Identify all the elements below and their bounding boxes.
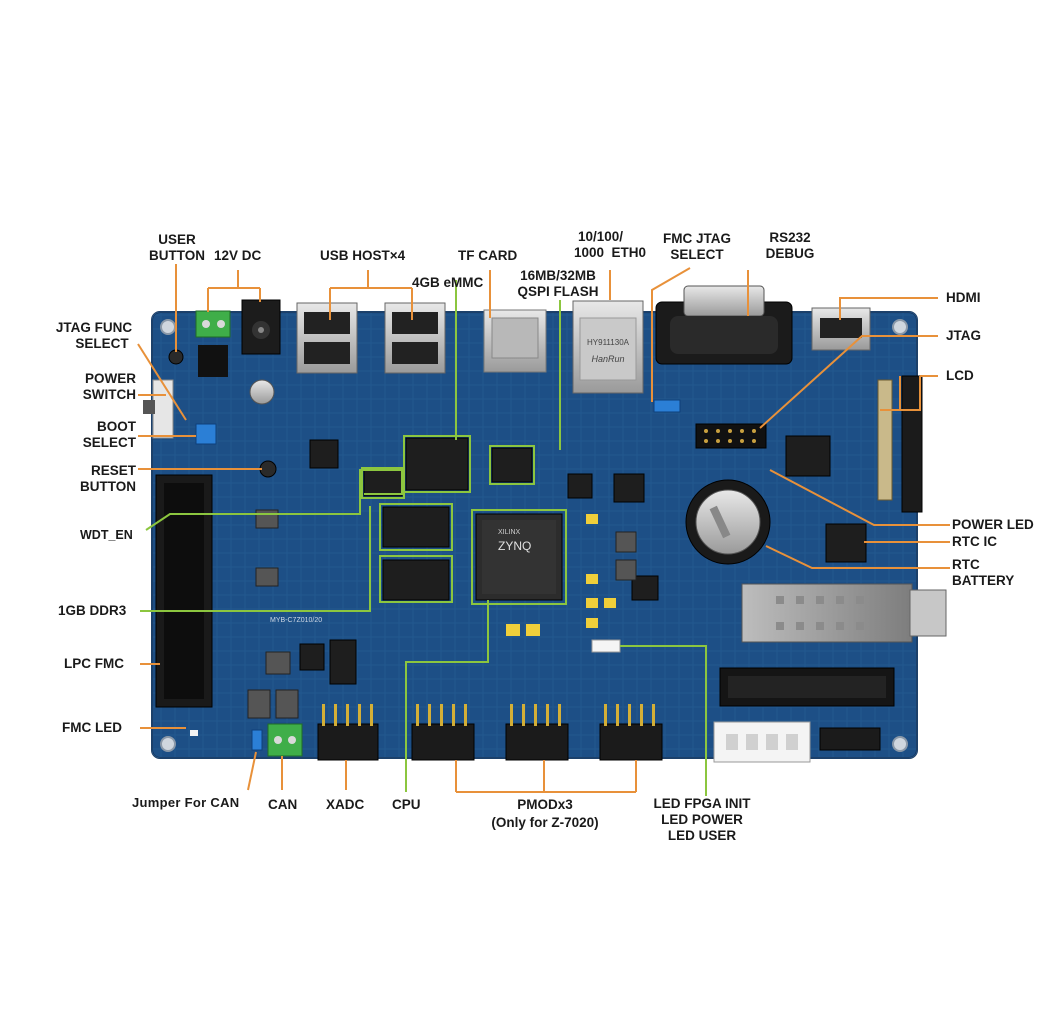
- label-usb-host: USB HOST×4: [320, 248, 406, 263]
- label-rs232: RS232 DEBUG: [752, 230, 828, 262]
- label-can: CAN: [268, 797, 298, 812]
- label-boot-select: BOOT SELECT: [54, 419, 136, 451]
- label-hdmi: HDMI: [946, 290, 981, 305]
- label-pmod-line1: PMODx3: [517, 797, 573, 812]
- label-fmc-jtag-line2: SELECT: [670, 247, 724, 262]
- label-qspi-line1: 16MB/32MB: [520, 268, 596, 283]
- label-led-line1: LED FPGA INIT: [653, 796, 751, 811]
- label-wdt-en: WDT_EN: [80, 528, 133, 542]
- label-ddr3: 1GB DDR3: [58, 603, 127, 618]
- can-jumper: [251, 729, 263, 751]
- label-led-line2: LED POWER: [661, 812, 743, 827]
- label-reset-button: RESET BUTTON: [54, 463, 136, 495]
- label-rtc-ic: RTC IC: [952, 534, 997, 549]
- label-user-button-line2: BUTTON: [149, 248, 205, 263]
- fmc-jtag-jumper: [653, 399, 681, 413]
- label-fmc-jtag: FMC JTAG SELECT: [654, 231, 740, 263]
- label-jtag-func-line1: JTAG FUNC: [55, 320, 133, 335]
- power-switch: [152, 379, 174, 439]
- eth-part-text: HY911130A: [587, 338, 630, 347]
- label-user-button-line1: USER: [158, 232, 196, 247]
- ddr3-chip-2: [382, 559, 450, 601]
- label-lcd: LCD: [946, 368, 974, 383]
- green-callouts: [140, 280, 707, 796]
- label-qspi: 16MB/32MB QSPI FLASH: [506, 268, 610, 300]
- label-eth: 10/100/ 1000 ETH0: [574, 229, 646, 261]
- cpu-name-text: ZYNQ: [498, 539, 531, 553]
- boot-select-jumper: [195, 423, 217, 445]
- status-leds: [591, 639, 621, 653]
- label-led-line3: LED USER: [667, 828, 737, 843]
- label-tf-card: TF CARD: [458, 248, 518, 263]
- label-jtag: JTAG: [946, 328, 982, 343]
- label-rs232-line2: DEBUG: [765, 246, 815, 261]
- label-lpc-fmc: LPC FMC: [64, 656, 124, 671]
- ddr3-chip-1: [382, 506, 450, 548]
- label-fmc-jtag-line1: FMC JTAG: [663, 231, 731, 246]
- label-user-button: USER BUTTON: [142, 232, 212, 264]
- label-rtc-battery-line1: RTC: [952, 557, 980, 572]
- label-pmod-line2: (Only for Z-7020): [491, 815, 599, 830]
- label-reset-button-line2: BUTTON: [80, 479, 136, 494]
- label-boot-select-line1: BOOT: [97, 419, 136, 434]
- label-power-switch-line1: POWER: [84, 371, 136, 386]
- label-power-led: POWER LED: [952, 517, 1034, 532]
- label-power-switch-line2: SWITCH: [82, 387, 136, 402]
- mounting-holes: [160, 319, 908, 752]
- label-eth-line1: 10/100/: [578, 229, 624, 244]
- emmc-chip: [405, 437, 469, 491]
- label-rtc-battery-line2: BATTERY: [952, 573, 1015, 588]
- jtag-header: [695, 423, 767, 449]
- user-button: [168, 349, 184, 365]
- label-led: LED FPGA INIT LED POWER LED USER: [644, 796, 760, 844]
- label-power-switch: POWER SWITCH: [54, 371, 136, 403]
- cpu-brand-text: XILINX: [498, 529, 521, 536]
- label-jumper-can: Jumper For CAN: [132, 795, 240, 810]
- label-rtc-battery: RTC BATTERY: [952, 557, 1014, 589]
- label-cpu: CPU: [392, 797, 421, 812]
- sfp-cage: [741, 583, 913, 643]
- label-fmc-led: FMC LED: [62, 720, 122, 735]
- qspi-chip: [491, 447, 533, 483]
- label-qspi-line2: QSPI FLASH: [517, 284, 599, 299]
- label-xadc: XADC: [326, 797, 365, 812]
- board-model-text: MYB-C7Z010/20: [270, 617, 322, 624]
- eth-brand-text: HanRun: [591, 354, 624, 364]
- label-eth-line2: 1000 ETH0: [574, 245, 647, 260]
- label-reset-button-line1: RESET: [90, 463, 136, 478]
- label-rs232-line1: RS232: [769, 230, 811, 245]
- fmc-led: [190, 730, 198, 736]
- label-jtag-func: JTAG FUNC SELECT: [46, 320, 142, 352]
- label-jtag-func-line2: SELECT: [75, 336, 129, 351]
- orange-callouts: [137, 264, 950, 793]
- usb-host-ports: [296, 302, 446, 374]
- lcd-connector: [877, 379, 893, 501]
- can-terminal: [267, 723, 303, 757]
- pin-headers: [317, 704, 663, 761]
- label-pmod: PMODx3 (Only for Z-7020): [470, 797, 620, 831]
- reset-button: [259, 460, 277, 478]
- label-boot-select-line2: SELECT: [82, 435, 136, 450]
- label-12v-dc: 12V DC: [214, 248, 262, 263]
- label-emmc: 4GB eMMC: [412, 275, 484, 290]
